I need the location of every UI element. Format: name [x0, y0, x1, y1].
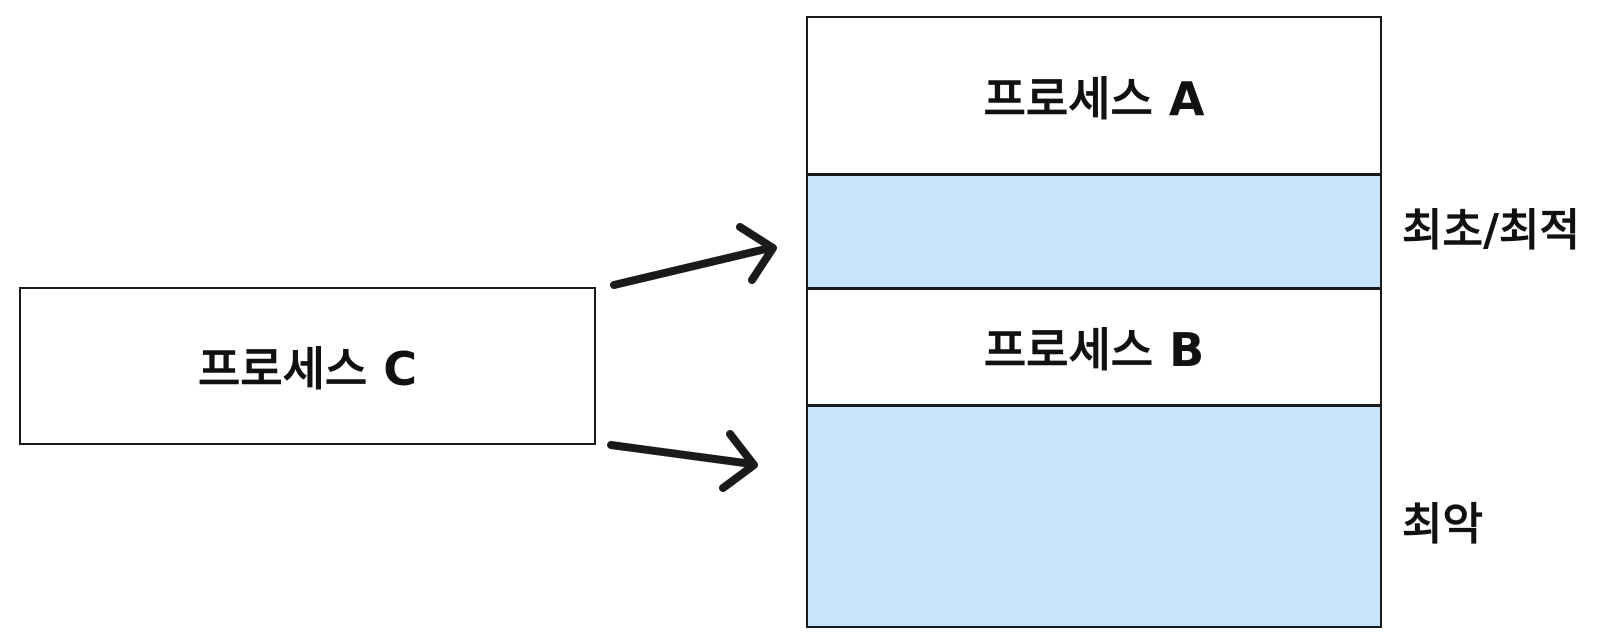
process-b-label: 프로세스 B: [983, 323, 1205, 377]
free-block-2: [808, 407, 1380, 626]
memory-layout: 프로세스 A 프로세스 B: [806, 16, 1382, 628]
free-block-1: [808, 176, 1380, 290]
arrow-to-first-best-fit: [610, 223, 777, 289]
process-a-label: 프로세스 A: [983, 71, 1205, 126]
worst-fit-label: 최악: [1402, 499, 1483, 550]
process-a-block: 프로세스 A: [808, 18, 1380, 176]
process-b-block: 프로세스 B: [808, 290, 1380, 407]
process-c-box: 프로세스 C: [19, 287, 596, 445]
first-best-fit-label: 최초/최적: [1402, 205, 1580, 256]
arrow-to-worst-fit: [607, 430, 758, 492]
process-c-label: 프로세스 C: [197, 342, 418, 396]
